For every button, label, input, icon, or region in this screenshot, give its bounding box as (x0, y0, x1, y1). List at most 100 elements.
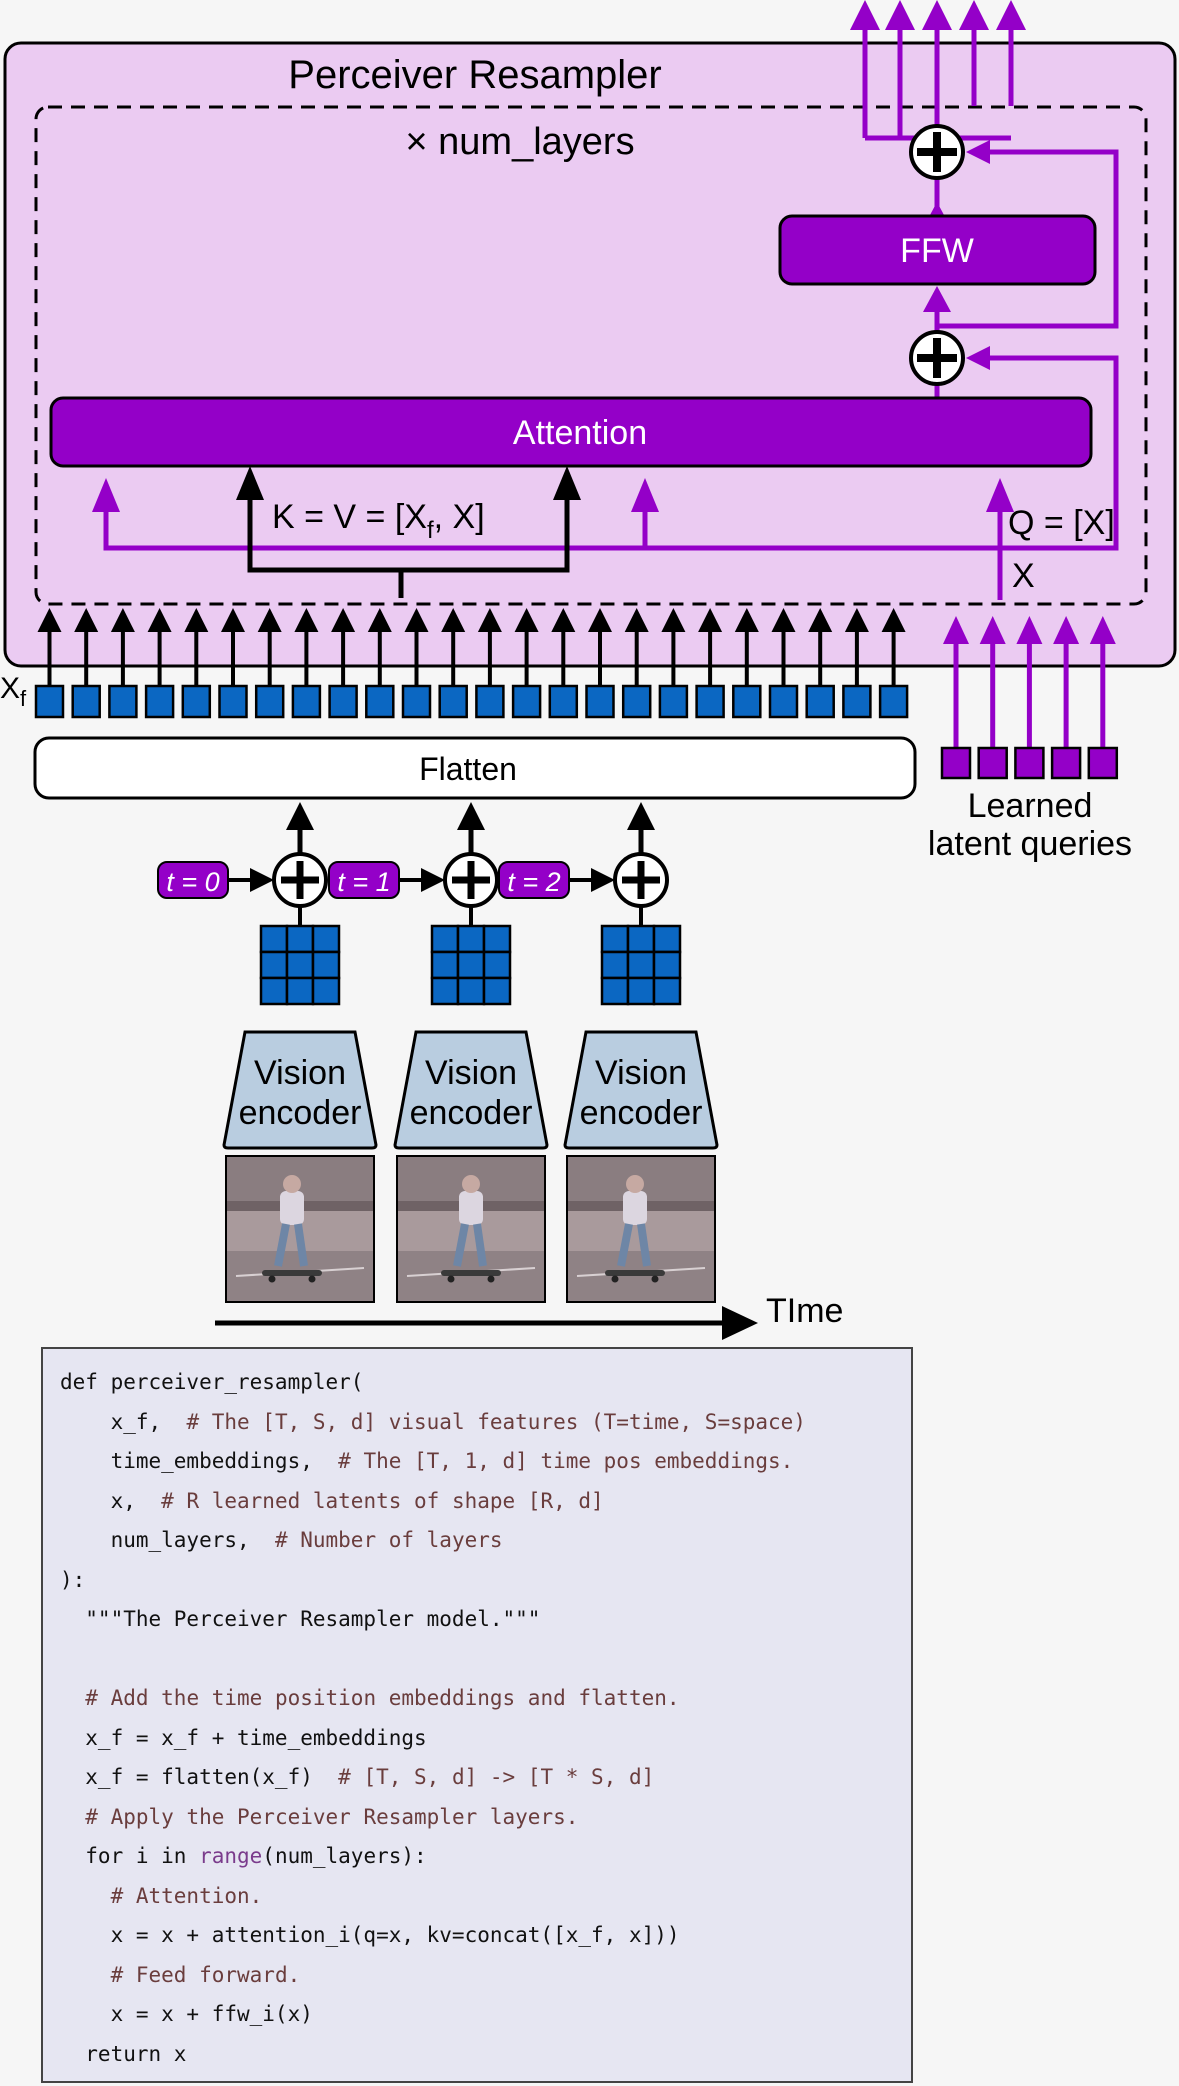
token-arrowhead-0 (37, 608, 62, 632)
video-frame (396, 1155, 546, 1303)
code-text (60, 1963, 111, 1987)
token-arrowhead-7 (294, 608, 319, 632)
flattened-token (254, 684, 285, 719)
feature-cell (600, 950, 630, 980)
encoder-label-line2: encoder (580, 1094, 703, 1132)
perceiver-box (3, 41, 1177, 668)
code-line: # Add the time position embeddings and f… (60, 1679, 911, 1719)
code-text: for i in (60, 1844, 200, 1868)
code-line: x_f = x_f + time_embeddings (60, 1719, 911, 1759)
perceiver-resampler-diagram: Perceiver Resampler × num_layers (0, 0, 1177, 1340)
flattened-token (291, 684, 322, 719)
learned-latent-queries (940, 746, 1119, 780)
code-text: x_f = x_f + time_embeddings (60, 1725, 427, 1750)
token-arrowhead-14 (551, 608, 576, 632)
flattened-token (732, 684, 762, 719)
code-text: def perceiver_resampler( (60, 1370, 364, 1394)
feature-cell (430, 924, 460, 954)
code-text: x = x + ffw_i(x) (60, 2002, 313, 2026)
flattened-token (805, 684, 835, 719)
layers-dashed-box (34, 105, 1148, 606)
code-text: """The Perceiver Resampler model.""" (60, 1607, 541, 1631)
time-tag-label: t = 0 (166, 867, 219, 897)
token-arrows (37, 608, 906, 688)
time-tag-label: t = 2 (507, 867, 560, 897)
to-flatten-arrowhead (457, 802, 485, 830)
flattened-token (181, 684, 212, 719)
token-arrowhead-5 (221, 608, 245, 632)
flattened-token (768, 684, 799, 719)
token-arrowhead-17 (661, 608, 686, 632)
kv-arrowheads (236, 466, 581, 500)
feature-cell (285, 924, 315, 954)
tag-arrowhead (250, 868, 274, 892)
token-arrowhead-19 (734, 608, 759, 632)
code-text: range (199, 1844, 263, 1868)
feature-cell (430, 950, 460, 980)
latent-arrowhead-1 (979, 616, 1006, 644)
token-arrowhead-11 (441, 608, 466, 632)
code-comment: # Feed forward. (110, 1962, 301, 1987)
code-text: x = x + attention_i(q=x, kv=concat([x_f,… (60, 1923, 680, 1947)
feature-cell (482, 976, 512, 1006)
token-arrowhead-4 (184, 608, 209, 632)
latent-label-line1: Learned (968, 787, 1093, 825)
tag-arrowhead (591, 868, 615, 892)
code-listing: def perceiver_resampler( x_f, # The [T, … (41, 1347, 913, 2083)
video-frame (566, 1155, 716, 1303)
feature-cell (311, 976, 341, 1006)
feature-cell (652, 950, 682, 980)
vision-encoder (222, 1030, 378, 1150)
video-frame (225, 1155, 375, 1303)
code-line: x = x + attention_i(q=x, kv=concat([x_f,… (60, 1916, 911, 1956)
feature-cell (482, 950, 512, 980)
flattened-token (71, 684, 101, 719)
feature-cell (311, 924, 341, 954)
flattened-token (438, 684, 468, 719)
feature-cell (456, 924, 486, 954)
flattened-token (218, 684, 248, 719)
feature-cell (259, 924, 289, 954)
token-arrowhead-22 (844, 608, 869, 632)
code-comment: # Attention. (110, 1883, 263, 1908)
token-arrowhead-12 (477, 608, 502, 632)
token-arrowhead-18 (698, 608, 723, 632)
encoder-label-line2: encoder (239, 1094, 362, 1132)
flatten-label: Flatten (419, 751, 517, 787)
token-arrowhead-3 (147, 608, 172, 632)
feature-cell (259, 950, 289, 980)
time-axis-arrowhead (722, 1306, 758, 1340)
code-line: x_f = flatten(x_f) # [T, S, d] -> [T * S… (60, 1758, 911, 1798)
perceiver-title: Perceiver Resampler (288, 53, 661, 97)
code-text: x_f, (60, 1409, 187, 1434)
feature-cell (652, 924, 682, 954)
code-comment: # R learned latents of shape [R, d] (161, 1488, 604, 1513)
flattened-token (34, 684, 65, 719)
ffw-label: FFW (900, 232, 974, 270)
code-line: return x (60, 2035, 911, 2075)
token-arrowhead-6 (257, 608, 282, 632)
flattened-token (695, 684, 725, 719)
flatten-block (33, 736, 917, 800)
flattened-token (144, 684, 175, 719)
code-comment: # Number of layers (274, 1528, 503, 1552)
token-arrowhead-23 (881, 608, 906, 632)
feature-cell (600, 976, 630, 1006)
code-text: return x (60, 2041, 187, 2066)
code-text: time_embeddings, (60, 1449, 339, 1473)
code-lines: def perceiver_resampler( x_f, # The [T, … (60, 1363, 911, 2074)
to-flatten-arrowhead (627, 802, 655, 830)
attention-label: Attention (513, 414, 647, 452)
feature-cell (456, 950, 486, 980)
token-arrowhead-9 (367, 608, 392, 632)
vision-encoder (393, 1030, 549, 1150)
feature-cell (626, 950, 656, 980)
code-comment: # Apply the Perceiver Resampler layers. (85, 1804, 579, 1829)
latent-arrowhead-3 (1053, 616, 1080, 644)
code-line: time_embeddings, # The [T, 1, d] time po… (60, 1442, 911, 1482)
token-arrowhead-10 (404, 608, 429, 632)
code-text: (num_layers): (262, 1844, 427, 1868)
token-arrowhead-13 (514, 608, 539, 632)
code-line: x = x + ffw_i(x) (60, 1995, 911, 2035)
